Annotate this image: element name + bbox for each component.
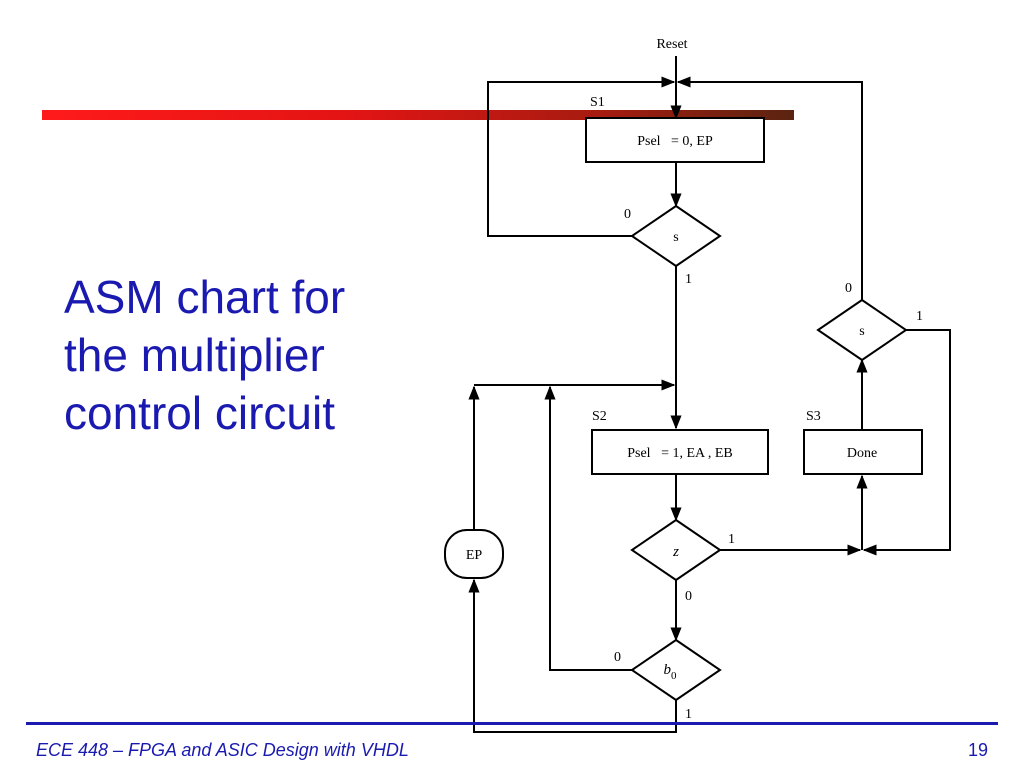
slide-title: ASM chart for the multiplier control cir… [64,268,404,442]
b0-false-path [544,385,632,671]
state-s3-box [803,429,923,475]
page-number: 19 [967,740,988,760]
footer-course-title: ECE 448 – FPGA and ASIC Design with VHDL [36,740,409,760]
s3-return-path [676,76,863,300]
state-s2-box [591,429,769,475]
footer-rule [26,722,998,725]
state-s1-action: Psel = 0, EP [637,134,713,149]
state-s3-name: S3 [806,409,821,424]
state-s3-action: Done [847,446,877,461]
conditional-output-ep [444,529,504,579]
b0-true-path [468,578,677,733]
decision-s-right-var: s [859,324,864,339]
decision-z-var: z [672,544,679,560]
s1-loop-path [487,76,676,237]
decision-z-true: 1 [728,532,735,547]
title-line-1: ASM chart for [64,271,346,323]
title-accent-bar [42,110,794,120]
decision-b0-var: b0 [664,662,678,682]
decision-s-top-var: s [673,230,678,245]
decision-s-top-true: 1 [685,272,692,287]
decision-s-right-false: 0 [845,281,852,296]
decision-b0-false: 0 [614,650,621,665]
state-s1-box [585,117,765,163]
title-line-2: the multiplier [64,329,325,381]
decision-s-right [816,298,908,362]
state-s1-name: S1 [590,95,605,110]
title-line-3: control circuit [64,387,335,439]
state-s2-action: Psel = 1, EA , EB [627,446,733,461]
decision-b0-true: 1 [685,707,692,722]
reset-label: Reset [656,37,687,52]
conditional-output-ep-label: EP [466,548,483,563]
s3-self-loop-path [862,329,951,556]
decision-s-top-false: 0 [624,207,631,222]
decision-z-false: 0 [685,589,692,604]
state-s2-name: S2 [592,409,607,424]
decision-s-right-true: 1 [916,309,923,324]
